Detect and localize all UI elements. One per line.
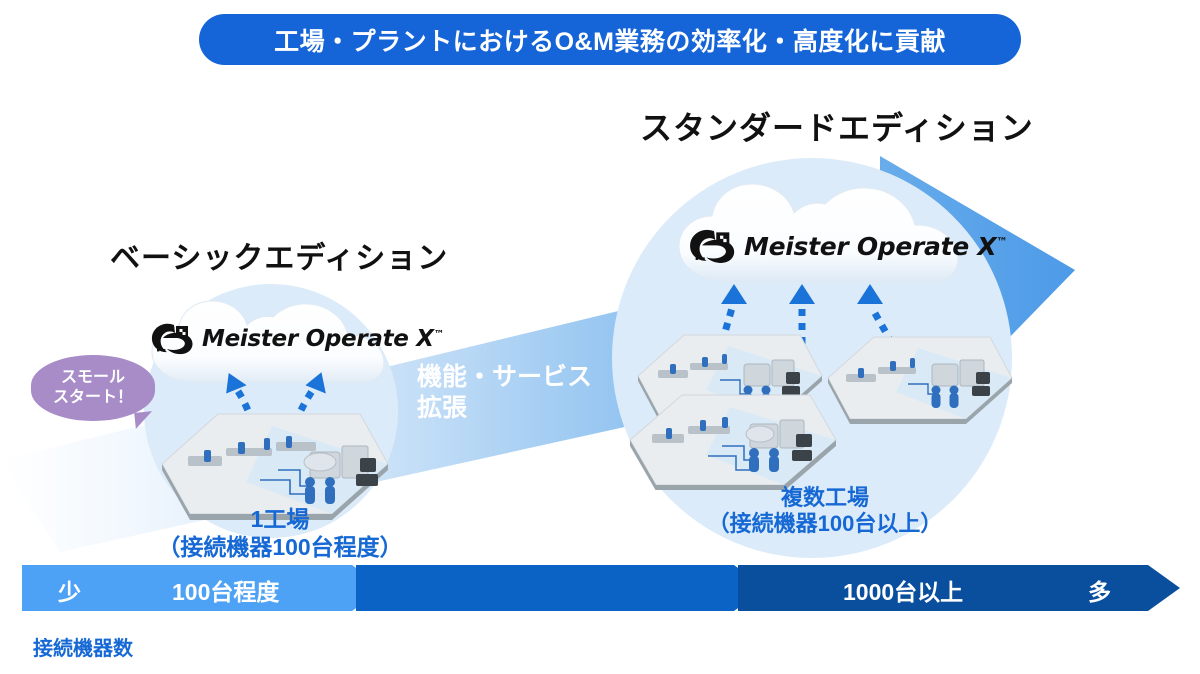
expansion-label: 機能・サービス 拡張	[417, 362, 637, 424]
basic-edition-product-logo: Meister Operate X™	[150, 322, 444, 356]
scale-value-low: 100台程度	[172, 579, 280, 605]
standard-edition-product-logo: Meister Operate X™	[688, 228, 1008, 265]
scale-value-high: 1000台以上	[843, 579, 964, 605]
standard-edition-caption: 複数工場 （接続機器100台以上）	[650, 485, 1000, 538]
standard-edition-cloud-icon	[678, 183, 959, 283]
standard-caption-line-1: 複数工場	[780, 485, 869, 510]
factory-illustration-basic	[161, 413, 389, 520]
factory-illustration-standard-2	[827, 336, 1013, 424]
basic-edition-heading: ベーシックエディション	[110, 242, 449, 275]
standard-edition-logo-text: Meister Operate X™	[744, 232, 1008, 261]
trademark-symbol: ™	[996, 235, 1008, 249]
title-banner: 工場・プラントにおけるO&M業務の効率化・高度化に貢献	[199, 14, 1021, 65]
connected-device-scale-bar	[22, 565, 1180, 611]
standard-edition-heading: スタンダードエディション	[640, 110, 1034, 146]
callout-line-1: スモール	[60, 369, 125, 387]
scale-axis-label: 接続機器数	[33, 638, 133, 660]
standard-caption-line-2: （接続機器100台以上）	[707, 511, 943, 537]
basic-caption-line-1: 1工場	[250, 506, 310, 532]
callout-line-2: スタート！	[52, 389, 133, 406]
basic-edition-logo-text: Meister Operate X™	[202, 326, 444, 352]
expansion-line-2: 拡張	[417, 394, 468, 422]
expansion-line-1: 機能・サービス	[417, 363, 593, 391]
trademark-symbol: ™	[433, 328, 444, 341]
logo-wordmark: Meister Operate X	[202, 326, 434, 352]
basic-caption-line-2: （接続機器100台程度）	[157, 533, 403, 560]
small-start-callout: スモール スタート！	[31, 355, 155, 429]
basic-edition-caption: 1工場 （接続機器100台程度）	[120, 506, 440, 561]
scale-segment-high	[738, 565, 1180, 611]
meister-operate-x-logo-icon	[690, 229, 735, 263]
scale-label-low: 少	[58, 579, 81, 605]
title-banner-text: 工場・プラントにおけるO&M業務の効率化・高度化に貢献	[274, 27, 946, 56]
scale-segment-mid	[356, 565, 766, 611]
callout-text: スモール スタート！	[31, 355, 155, 421]
factory-illustration-standard-3	[629, 394, 837, 490]
callout-bubble-shape	[31, 355, 155, 421]
scale-segment-low	[22, 565, 384, 611]
meister-operate-x-logo-icon	[151, 323, 193, 355]
logo-wordmark: Meister Operate X	[744, 232, 997, 261]
scale-label-high: 多	[1088, 579, 1111, 605]
